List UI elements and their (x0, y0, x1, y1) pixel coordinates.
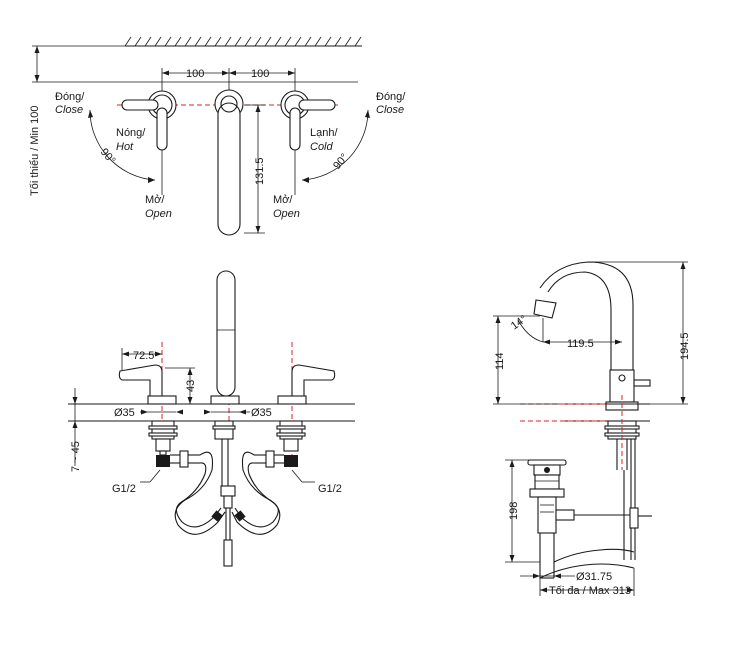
cold-handle-top (280, 90, 336, 151)
dia-left-label: Ø35 (114, 407, 135, 419)
thread-left-label: G1/2 (112, 483, 136, 495)
hot-label: Nóng/ (116, 127, 146, 139)
left-open-label: Mở/ (145, 194, 165, 206)
popup-drain (527, 459, 635, 579)
left-close-en-label: Close (55, 104, 83, 116)
max-length-label: Tối đa / Max 313 (549, 585, 631, 597)
wall-hatch (124, 36, 362, 47)
flexible-hoses (174, 451, 281, 567)
right-open-label: Mở/ (273, 194, 293, 206)
top-view: Tối thiểu / Min 100 100 100 (29, 36, 406, 236)
handle-height-label: 43 (185, 380, 197, 392)
spacing-right-label: 100 (251, 68, 269, 80)
spacing-left-label: 100 (186, 68, 204, 80)
spout-height-label: 114 (494, 352, 506, 370)
spout-reach-side-label: 119.5 (567, 338, 594, 350)
side-view: 114 194.5 119.5 14° (493, 261, 691, 597)
hot-en-label: Hot (116, 141, 134, 153)
total-height-label: 194.5 (679, 332, 691, 360)
deck-thickness-label: 7 ~ 45 (70, 441, 82, 472)
handle-reach-label: 72.5 (133, 350, 154, 362)
cold-label: Lạnh/ (310, 127, 338, 139)
drain-length-label: 198 (508, 502, 520, 520)
spout-front (210, 270, 240, 486)
left-close-label: Đóng/ (55, 91, 85, 103)
left-open-en-label: Open (145, 208, 172, 220)
right-close-en-label: Close (376, 104, 404, 116)
right-close-label: Đóng/ (376, 91, 406, 103)
thread-right-label: G1/2 (318, 483, 342, 495)
spout-reach-top-label: 131.5 (254, 157, 266, 185)
drain-dia-label: Ø31.75 (576, 571, 612, 583)
right-angle-label: 90° (331, 151, 351, 171)
dia-right-label: Ø35 (251, 407, 272, 419)
min-clearance-label: Tối thiểu / Min 100 (29, 106, 41, 197)
right-open-en-label: Open (273, 208, 300, 220)
hot-handle-front (118, 364, 200, 468)
cold-en-label: Cold (310, 141, 334, 153)
front-view: 7 ~ 45 (68, 270, 355, 567)
cold-handle-front (254, 364, 336, 468)
hot-handle-top (121, 90, 177, 151)
spout-top (214, 89, 244, 236)
